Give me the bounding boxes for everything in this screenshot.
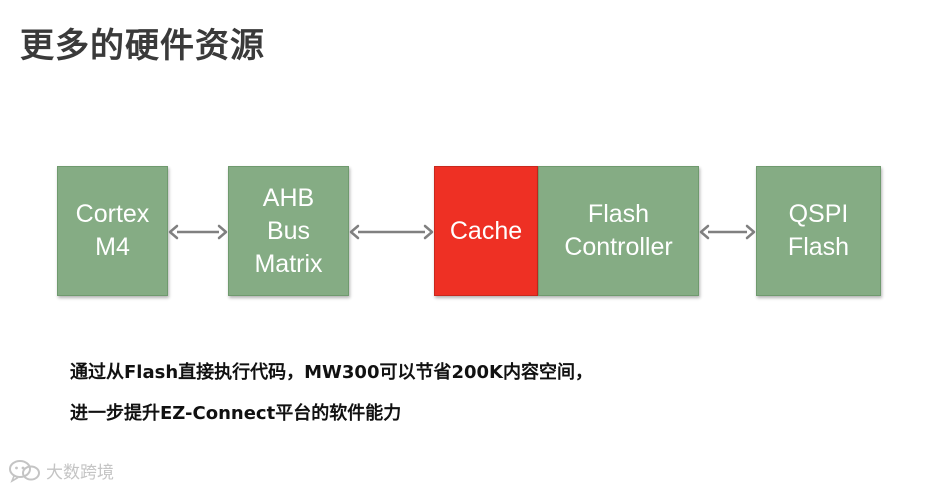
arrow-ahb-to-cache: [349, 224, 434, 240]
block-flash-controller: Flash Controller: [538, 166, 699, 296]
wechat-logo-icon: [9, 459, 40, 483]
page-title: 更多的硬件资源: [20, 26, 265, 66]
block-ahb-bus-matrix: AHB Bus Matrix: [228, 166, 349, 296]
watermark-text: 大数跨境: [46, 463, 114, 483]
description-line-1: 通过从Flash直接执行代码，MW300可以节省200K内容空间，: [70, 362, 593, 383]
block-qspi-flash: QSPI Flash: [756, 166, 881, 296]
description-line-2: 进一步提升EZ-Connect平台的软件能力: [70, 403, 402, 424]
arrow-flash-controller-to-qspi: [699, 224, 756, 240]
arrow-cortex-to-ahb: [168, 224, 228, 240]
block-cache: Cache: [434, 166, 538, 296]
block-cortex-m4: Cortex M4: [57, 166, 168, 296]
watermark: 大数跨境: [8, 458, 114, 483]
